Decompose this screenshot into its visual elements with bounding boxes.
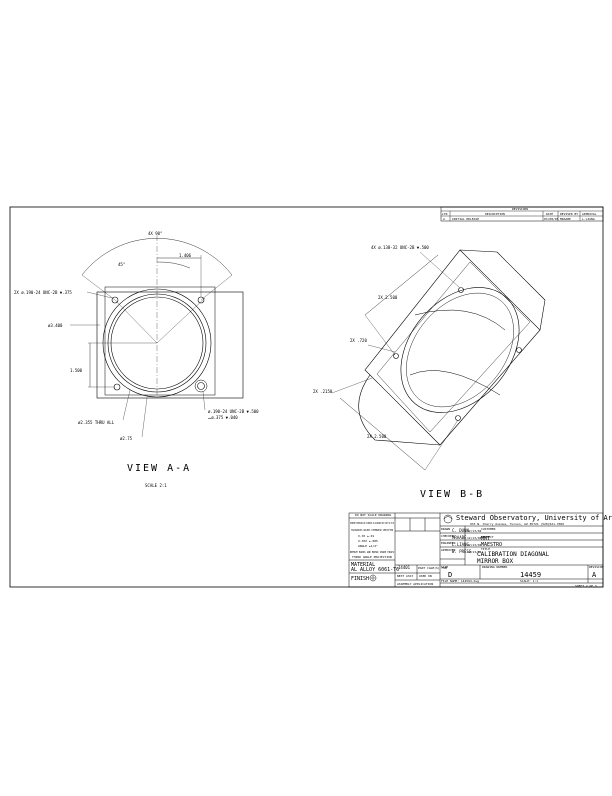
project-value: MAESTRO (481, 542, 502, 548)
label-thru: ø2.355 THRU ALL (78, 420, 115, 425)
plate-outline (96, 291, 244, 399)
material-label: MATERIAL (351, 562, 375, 568)
approved-by: W. PRESS (452, 549, 472, 554)
observatory-logo-icon (443, 514, 453, 524)
label-2x-720: 2X .720 (350, 338, 367, 343)
approved-label: APPROVED (441, 548, 456, 552)
label-3400: ø3.400 (48, 323, 63, 328)
view-a-a-labels: 4X 90° 45° 1.406 2X ø.190-24 UNC-2B ▼.37… (14, 231, 259, 488)
note-do-not-scale: DO NOT SCALE DRAWING (355, 513, 391, 517)
bb-hole-bottom (455, 415, 461, 421)
drawing-title-line1: CALIBRATION DIAGONAL (477, 551, 550, 558)
note-tolerances: TOLERANCES UNLESS OTHERWISE SPECIFIED (351, 528, 393, 532)
revisions-block: REVISIONS LTR DESCRIPTION DATE REVISED B… (440, 206, 604, 222)
rev-row-description: INITIAL RELEASE (452, 217, 479, 221)
bb-hole-top (458, 287, 464, 293)
observatory-address: 933 N. Cherry Avenue, Tucson, AZ 85721 (… (470, 522, 564, 526)
material-value: AL ALLOY 6061-T6 (351, 567, 399, 573)
rev-header-approval: APPROVAL (582, 212, 597, 216)
label-45: 45° (118, 262, 125, 267)
rev-row-revised-by: MRAABE (560, 217, 571, 221)
label-tap-2: ⌴ø.375 ▼.040 (208, 415, 238, 420)
rev-header-ltr: LTR (442, 212, 448, 216)
project-label: PROJECT (481, 535, 494, 539)
engineer-label: ENGINEER (441, 541, 456, 545)
label-2x-holes: 2X ø.190-24 UNC-2B ▼.375 (14, 290, 72, 295)
view-b-b-labels: 4X ø.138-32 UNC-2B ▼.500 2X 2.500 2X .72… (313, 245, 484, 500)
hole-top-left (111, 296, 119, 304)
tol-xx: X.XX ±.01 (358, 534, 374, 538)
customer-value: MMT (481, 536, 490, 542)
label-1500: 1.500 (70, 368, 83, 373)
rev-row-date: 03/08/05 (544, 217, 559, 221)
tol-xxx: X.XXX ±.005 (358, 539, 378, 543)
label-4x-holes: 4X ø.138-32 UNC-2B ▼.500 (371, 245, 429, 250)
label-tap-1: ø.190-24 UNC-2B ▼.500 (208, 409, 259, 414)
label-275: ø2.75 (120, 436, 133, 441)
next-assy-number: 14401 (398, 565, 411, 570)
sheet-number: SHEET 2 OF 3 (575, 584, 597, 588)
rev-header-revised-by: REVISED BY (560, 212, 578, 216)
hole-bottom-right (197, 382, 205, 390)
rev-header-date: DATE (546, 212, 553, 216)
note-asme: INTERPRET DIMENSIONS AND TOLERANCES IN A… (350, 521, 394, 525)
drawing-number-label: DRAWING NUMBER (482, 565, 507, 569)
bb-hole-right (516, 347, 522, 353)
label-2x-2500-top: 2X 2.500 (378, 295, 398, 300)
drawing-title-line2: MIRROR BOX (477, 558, 514, 565)
tol-angle: ANGLE ±1/2° (358, 544, 378, 548)
approved-date: 12/13/04 (467, 550, 482, 554)
view-b-b (331, 249, 546, 471)
third-angle-icon (369, 574, 377, 582)
engineer-date: 12/13/04 (467, 543, 482, 547)
title-block (348, 512, 604, 588)
revision-label: REVISION (589, 565, 604, 569)
label-4x-90: 4X 90° (148, 231, 162, 236)
sheet-border (9, 206, 604, 588)
drawn-date: 12/13/04 (467, 529, 482, 533)
file-note: FILE NAME: 14459d.dwg (441, 579, 479, 583)
part-label: PART CAGE(S) FOR (418, 566, 447, 570)
label-2x-2150: 2X .2150 (313, 389, 333, 394)
checked-date: 12/13/04 (467, 536, 482, 540)
finish-label: FINISH (351, 576, 369, 582)
size-value: D (448, 571, 452, 579)
view-a-a-title: VIEW A-A (127, 463, 191, 474)
used-on-label: USED ON (419, 574, 432, 578)
rev-row-approval: L.LIANG (582, 217, 595, 221)
view-a-a-scale: SCALE 2:1 (145, 483, 167, 488)
bb-hole-left (393, 353, 399, 359)
checked-label: CHECKED (441, 534, 454, 538)
title-label: TITLE (481, 547, 490, 551)
drawing-number: 14459 (520, 571, 541, 579)
box-outline (364, 249, 541, 446)
observatory-name: Steward Observatory, University of Arizo… (456, 514, 612, 522)
size-label: SIZE (441, 565, 448, 569)
customer-label: CUSTOMER (481, 527, 496, 531)
label-1406: 1.406 (179, 253, 192, 258)
next-assy-label: NEXT ASSY (397, 574, 413, 578)
note-third-angle: THIRD ANGLE PROJECTION (352, 555, 392, 559)
revisions-title: REVISIONS (512, 207, 528, 211)
view-b-b-title: VIEW B-B (420, 489, 484, 500)
view-a-a (70, 235, 244, 438)
scale-note: SCALE: 1:1 (520, 579, 538, 583)
checked-by: MRAABE (452, 535, 467, 540)
mirror-aperture (400, 287, 520, 413)
label-2x-2500-bot: 2X 2.500 (367, 434, 387, 439)
application-label: ASSEMBLY APPLICATION (397, 582, 433, 586)
title-block-text: Steward Observatory, University of Arizo… (350, 513, 612, 588)
rev-row-ltr: A (443, 217, 445, 221)
rev-header-description: DESCRIPTION (485, 212, 505, 216)
drawn-label: DRAWN (441, 527, 450, 531)
drawn-by: C. DUNN (452, 528, 469, 533)
revision-value: A (592, 571, 597, 579)
note-burrs: REMOVE BURRS AND BREAK SHARP EDGES (350, 550, 394, 554)
engineer-by: L.LIANG (452, 542, 469, 547)
